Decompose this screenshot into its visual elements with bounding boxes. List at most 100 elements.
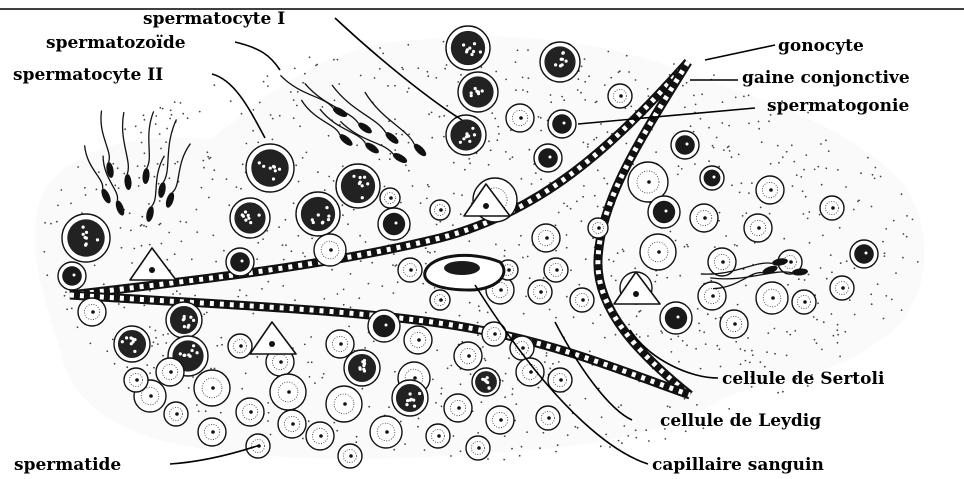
stipple-dot (592, 322, 594, 324)
stipple-dot (549, 368, 551, 370)
nucleolus (279, 360, 283, 364)
chromatin-speck (472, 50, 475, 53)
stipple-dot (686, 244, 688, 246)
chromatin-speck (406, 399, 409, 402)
stipple-dot (407, 91, 409, 93)
stipple-dot (647, 335, 649, 337)
stipple-dot (373, 341, 375, 343)
stipple-dot (324, 189, 326, 191)
stipple-dot (417, 426, 419, 428)
stipple-dot (253, 109, 255, 111)
stipple-dot (566, 205, 568, 207)
stipple-dot (350, 307, 352, 309)
stipple-dot (236, 186, 238, 188)
stipple-dot (408, 142, 410, 144)
stipple-dot (768, 120, 770, 122)
cell-nucleus (348, 354, 376, 382)
stipple-dot (671, 351, 673, 353)
chromatin-speck (272, 177, 275, 180)
spermatocyte-cell (392, 380, 428, 416)
stipple-dot (205, 410, 207, 412)
stipple-dot (525, 296, 527, 298)
nucleolus (545, 236, 549, 240)
stipple-dot (584, 58, 586, 60)
stipple-dot (252, 130, 254, 132)
stipple-dot (577, 89, 579, 91)
stipple-dot (745, 360, 747, 362)
stipple-dot (583, 185, 585, 187)
stipple-dot (212, 178, 214, 180)
stipple-dot (719, 348, 721, 350)
stipple-dot (446, 64, 448, 66)
stipple-dot (387, 85, 389, 87)
stipple-dot (425, 312, 427, 314)
nucleolus (175, 412, 179, 416)
stipple-dot (157, 163, 159, 165)
stipple-dot (400, 202, 402, 204)
stipple-dot (293, 99, 295, 101)
stipple-dot (308, 420, 310, 422)
stipple-dot (820, 143, 822, 145)
stipple-dot (166, 128, 168, 130)
stipple-dot (261, 288, 263, 290)
spermatid-cell (720, 310, 748, 338)
stipple-dot (479, 310, 481, 312)
stipple-dot (615, 280, 617, 282)
stipple-dot (570, 208, 572, 210)
stipple-dot (149, 244, 151, 246)
stipple-dot (543, 277, 545, 279)
stipple-dot (154, 176, 156, 178)
stipple-dot (304, 344, 306, 346)
spermatid-cell (156, 358, 184, 386)
chromatin-speck (485, 380, 488, 383)
stipple-dot (203, 167, 205, 169)
stipple-dot (131, 262, 133, 264)
stipple-dot (569, 404, 571, 406)
stipple-dot (693, 131, 695, 133)
spermatocyte-cell (344, 350, 380, 386)
spermatid-cell (398, 258, 422, 282)
chromatin-speck (462, 43, 465, 46)
stipple-dot (196, 231, 198, 233)
nucleolus (803, 300, 807, 304)
stipple-dot (495, 71, 497, 73)
chromatin-speck (361, 184, 364, 187)
stipple-dot (791, 144, 793, 146)
stipple-dot (210, 368, 212, 370)
chromatin-speck (133, 350, 136, 353)
spermatid-cell (236, 398, 264, 426)
stipple-dot (636, 315, 638, 317)
stipple-dot (215, 261, 217, 263)
stipple-dot (450, 455, 452, 457)
stipple-dot (526, 431, 528, 433)
stipple-dot (608, 259, 610, 261)
stipple-dot (871, 303, 873, 305)
chromatin-speck (561, 58, 564, 61)
stipple-dot (589, 351, 591, 353)
stipple-dot (840, 262, 842, 264)
stipple-dot (707, 313, 709, 315)
chromatin-speck (317, 213, 320, 216)
chromatin-speck (468, 47, 471, 50)
stipple-dot (294, 299, 296, 301)
stipple-dot (342, 165, 344, 167)
stipple-dot (715, 318, 717, 320)
stipple-dot (393, 292, 395, 294)
nucleolus (241, 260, 244, 263)
chromatin-speck (258, 161, 261, 164)
stipple-dot (550, 101, 552, 103)
stipple-dot (678, 165, 680, 167)
stipple-dot (491, 112, 493, 114)
stipple-dot (527, 256, 529, 258)
stipple-dot (745, 212, 747, 214)
stipple-dot (831, 271, 833, 273)
stipple-dot (544, 361, 546, 363)
stipple-dot (604, 337, 606, 339)
stipple-dot (789, 334, 791, 336)
stipple-dot (504, 435, 506, 437)
stipple-dot (582, 196, 584, 198)
stipple-dot (594, 195, 596, 197)
label-spermatocyte-2: spermatocyte II (13, 65, 163, 85)
stipple-dot (392, 264, 394, 266)
stipple-dot (270, 434, 272, 436)
